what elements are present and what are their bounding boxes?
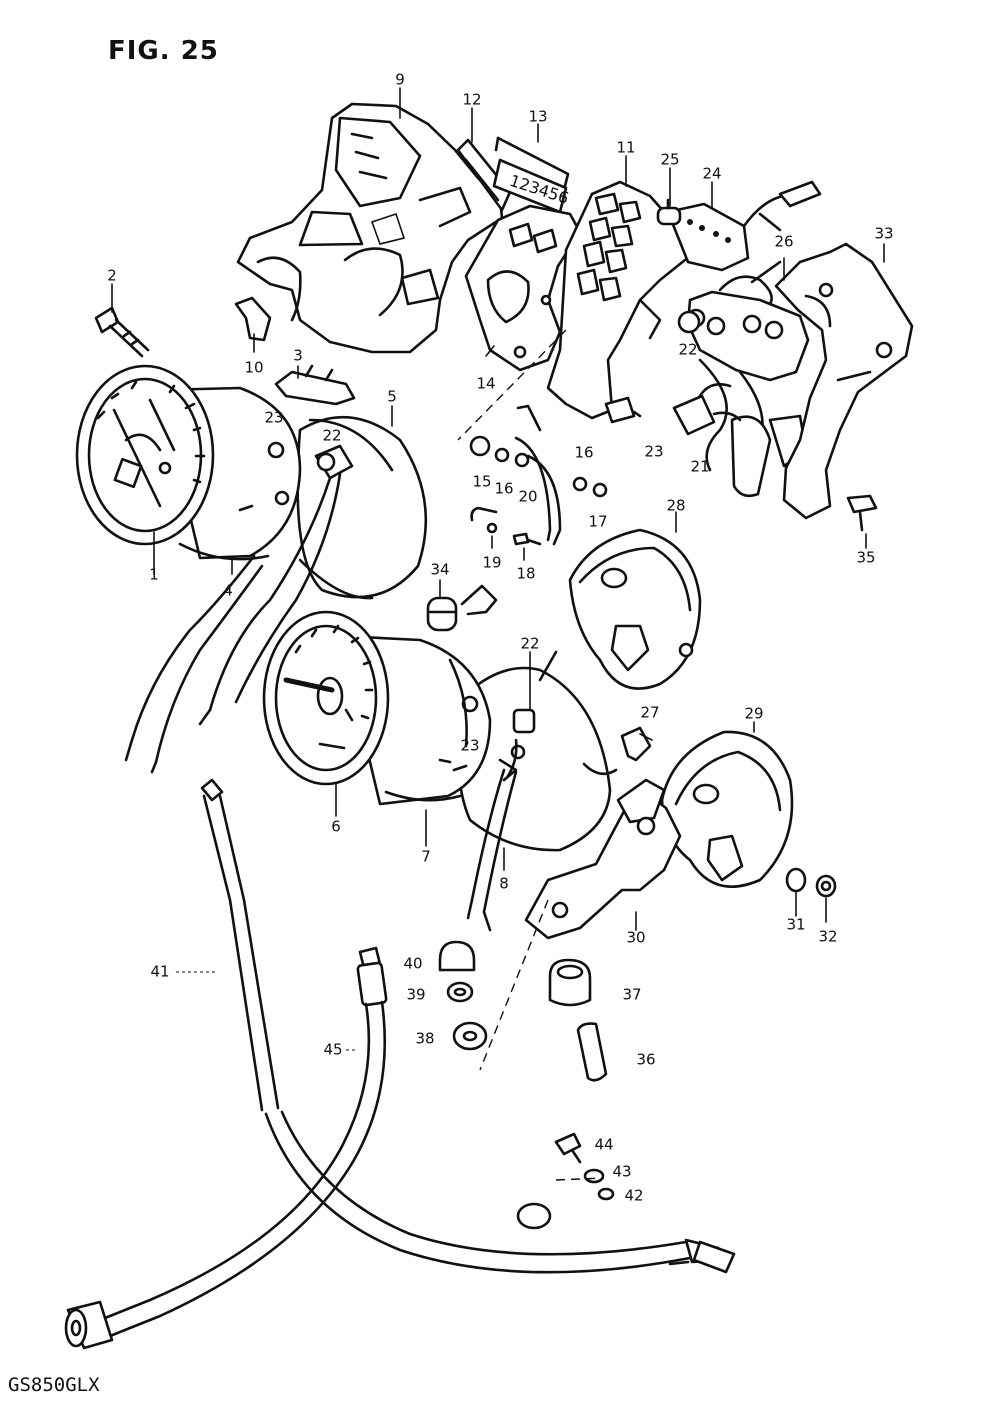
model-code: GS850GLX: [8, 1374, 100, 1396]
callout-23-right: 23: [644, 442, 664, 461]
callout-15: 15: [472, 472, 492, 491]
callout-18: 18: [516, 564, 536, 583]
callout-41: 41: [150, 962, 170, 981]
indicator-housing-14: [464, 204, 582, 372]
callout-30: 30: [626, 928, 646, 947]
callout-24: 24: [702, 164, 722, 183]
washers-15-16-17: [469, 435, 608, 498]
washer-31: [785, 867, 807, 893]
gasket-3: [274, 364, 356, 406]
callout-12: 12: [462, 90, 482, 109]
callout-11: 11: [616, 138, 636, 157]
meter-cup-28: [568, 528, 702, 690]
cushion-37: [548, 958, 592, 1007]
cable-clamp: [516, 1202, 552, 1230]
screw-2: [94, 306, 150, 358]
assembly-lines: [457, 329, 605, 1181]
callout-23-upper: 23: [264, 408, 284, 427]
washer-38: [452, 1021, 488, 1051]
callout-13: 13: [528, 107, 548, 126]
callout-35: 35: [856, 548, 876, 567]
lower-meter-cover-33: [774, 242, 914, 520]
callout-34: 34: [430, 560, 450, 579]
tachometer-6: [262, 610, 452, 786]
clip-10: [234, 296, 272, 342]
callout-26: 26: [774, 232, 794, 251]
meter-bracket-30: [524, 762, 682, 940]
washer-39: [446, 981, 474, 1003]
callout-3: 3: [293, 346, 303, 365]
socket-23-upper: [604, 396, 642, 424]
callout-22-tachometer: 22: [520, 634, 540, 653]
washer-42: [597, 1187, 615, 1201]
callout-16-left: 16: [494, 479, 514, 498]
callout-40: 40: [403, 954, 423, 973]
speedometer-wiring: [124, 444, 354, 774]
meter-case-8: [456, 650, 612, 932]
washer-43: [583, 1168, 605, 1184]
callout-37: 37: [622, 985, 642, 1004]
tachometer-cable-45: [64, 946, 388, 1350]
ground-wire-20: [514, 404, 562, 546]
callout-20: 20: [518, 487, 538, 506]
bulb-22-upper: [677, 310, 701, 334]
callout-28: 28: [666, 496, 686, 515]
callout-33: 33: [874, 224, 894, 243]
callout-39: 39: [406, 985, 426, 1004]
meter-case-11: [546, 180, 692, 420]
nut-32: [815, 874, 837, 898]
callout-45: 45: [323, 1040, 343, 1059]
meter-case-5: [296, 415, 428, 600]
leader-lines: [111, 87, 885, 1051]
callout-36: 36: [636, 1050, 656, 1069]
callout-22-upper: 22: [678, 340, 698, 359]
clip-19: [470, 506, 498, 534]
callout-16-right: 16: [574, 443, 594, 462]
callout-43: 43: [612, 1162, 632, 1181]
callout-1: 1: [149, 565, 159, 584]
callout-17: 17: [588, 512, 608, 531]
callout-23-tachometer: 23: [460, 736, 480, 755]
cap-nut-40: [438, 940, 476, 972]
callout-21: 21: [690, 457, 710, 476]
callout-5: 5: [387, 387, 397, 406]
meter-upper-cover-9: [236, 102, 504, 354]
grommet-34: [426, 584, 498, 632]
callout-14: 14: [476, 374, 496, 393]
meter-cup-29: [660, 730, 794, 888]
callout-4: 4: [223, 581, 233, 600]
lamp-socket-assembly-24: [666, 180, 822, 272]
callout-31: 31: [786, 915, 806, 934]
callout-38: 38: [415, 1029, 435, 1048]
screw-44: [554, 1132, 582, 1164]
callout-7: 7: [421, 847, 431, 866]
callout-32: 32: [818, 927, 838, 946]
callout-27: 27: [640, 703, 660, 722]
callout-19: 19: [482, 553, 502, 572]
bulb-25: [656, 198, 682, 226]
screw-18: [512, 532, 542, 546]
callout-10: 10: [244, 358, 264, 377]
screw-35: [846, 494, 878, 532]
callout-44: 44: [594, 1135, 614, 1154]
callout-29: 29: [744, 704, 764, 723]
speedometer-cable-41: [200, 778, 736, 1274]
callout-6: 6: [331, 817, 341, 836]
callout-2: 2: [107, 266, 117, 285]
bracket-27: [620, 726, 652, 762]
callout-22-speedometer: 22: [322, 426, 342, 445]
callout-8: 8: [499, 874, 509, 893]
socket-21: [672, 383, 742, 436]
callout-9: 9: [395, 70, 405, 89]
speedometer-1: [75, 364, 215, 546]
callout-25: 25: [660, 150, 680, 169]
figure-title: FIG. 25: [108, 36, 219, 66]
callout-42: 42: [624, 1186, 644, 1205]
stud-36: [576, 1022, 608, 1082]
